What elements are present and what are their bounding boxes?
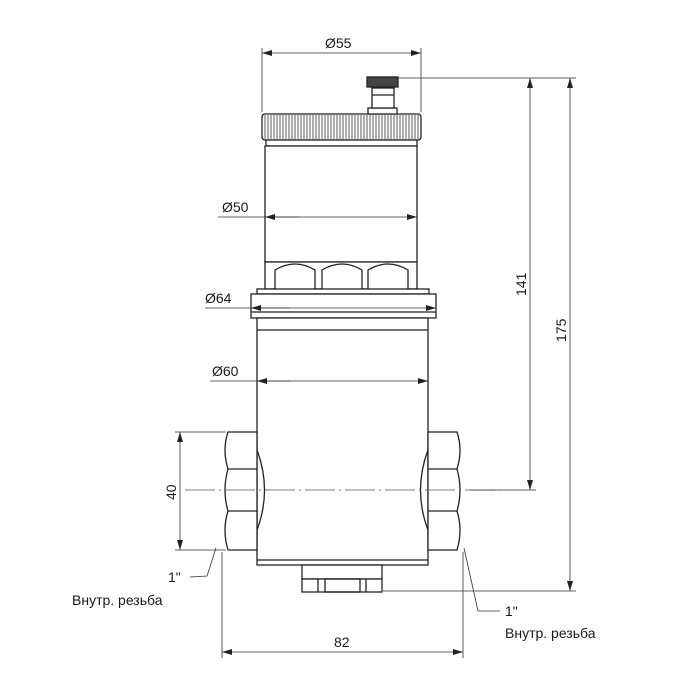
dim-flange-diameter: Ø64 bbox=[205, 290, 232, 306]
upper-cylinder bbox=[264, 145, 418, 263]
lower-body bbox=[256, 317, 429, 566]
drain-plug bbox=[301, 564, 383, 593]
dim-cap-diameter: Ø55 bbox=[325, 35, 352, 51]
dim-body-diameter: Ø60 bbox=[212, 363, 239, 379]
bleed-valve bbox=[366, 76, 399, 115]
right-thread-size: 1" bbox=[505, 603, 518, 619]
left-thread-size: 1" bbox=[168, 569, 181, 585]
dim-cylinder-diameter: Ø50 bbox=[222, 199, 249, 215]
right-thread-type: Внутр. резьба bbox=[505, 625, 596, 641]
flange bbox=[256, 288, 430, 295]
knurled-cap bbox=[261, 113, 422, 147]
dimension-lines bbox=[175, 48, 576, 658]
right-port-hex bbox=[419, 431, 461, 551]
dim-overall-width: 82 bbox=[334, 634, 350, 650]
dim-overall-height: 175 bbox=[553, 318, 569, 342]
dim-height-to-axis: 141 bbox=[513, 272, 529, 296]
dim-port-height: 40 bbox=[163, 484, 179, 500]
left-thread-type: Внутр. резьба bbox=[72, 592, 163, 608]
left-port-hex bbox=[224, 431, 266, 551]
air-valve-body bbox=[224, 76, 461, 593]
hex-nut bbox=[264, 261, 418, 290]
